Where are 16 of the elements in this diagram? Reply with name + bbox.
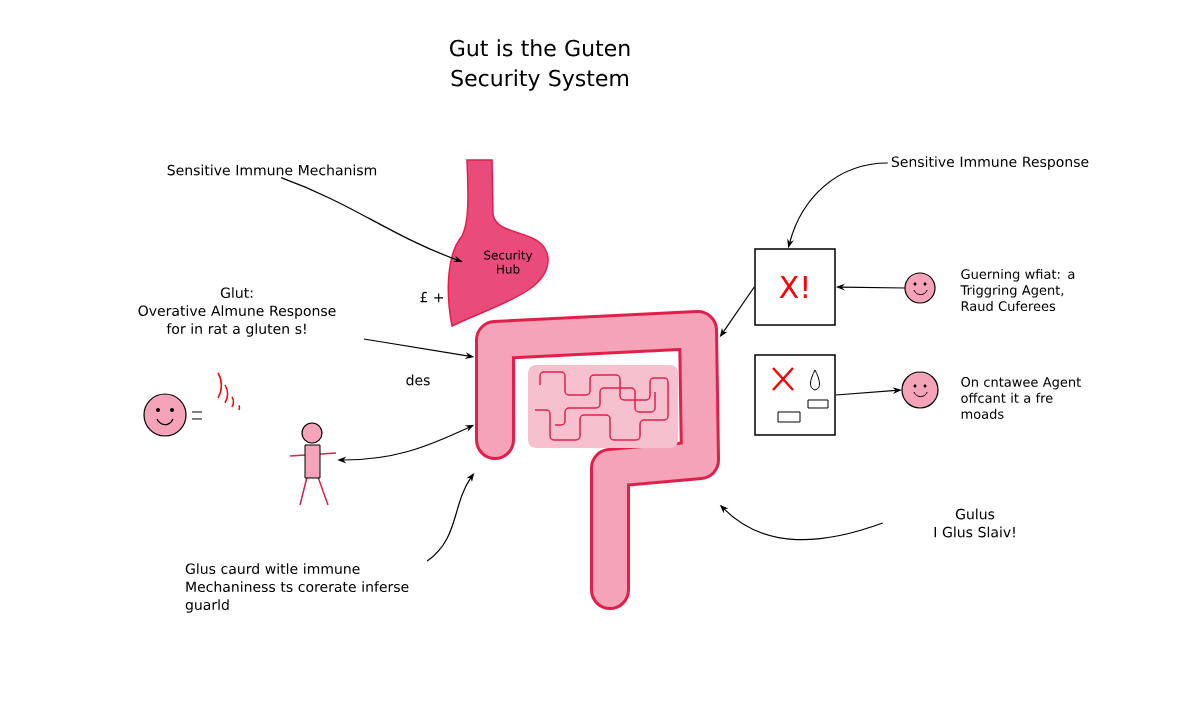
symbol-box xyxy=(754,354,836,436)
intestine-drawing xyxy=(475,310,720,610)
caption-text: Guerning wfiat: a Triggring Agent, Raud Cuferees xyxy=(960,268,1075,312)
stomach-drawing: Security Hub xyxy=(447,159,549,327)
callout-text: Glus caurd witle immune Mechaniness ts corerate inferse guarld xyxy=(185,563,409,613)
callout-text: Gulus I Glus Slaiv! xyxy=(934,508,1015,538)
face-icon xyxy=(901,371,939,409)
symbol-text: des xyxy=(406,374,430,386)
person-drawing xyxy=(289,422,337,506)
warning-box: X! xyxy=(754,248,836,326)
callout-text: Sensitive Immune Mechanism xyxy=(167,164,377,176)
title: Gut is the Guten Security System xyxy=(450,39,630,91)
face-icon xyxy=(904,272,936,304)
callout-text: Glut: Overative Almune Response for in rat a gluten s! xyxy=(138,287,336,337)
caption-text: On cntawee Agent offcant it a fre moads xyxy=(961,377,1081,419)
callout-text: Sensitive Immune Response xyxy=(891,156,1089,170)
